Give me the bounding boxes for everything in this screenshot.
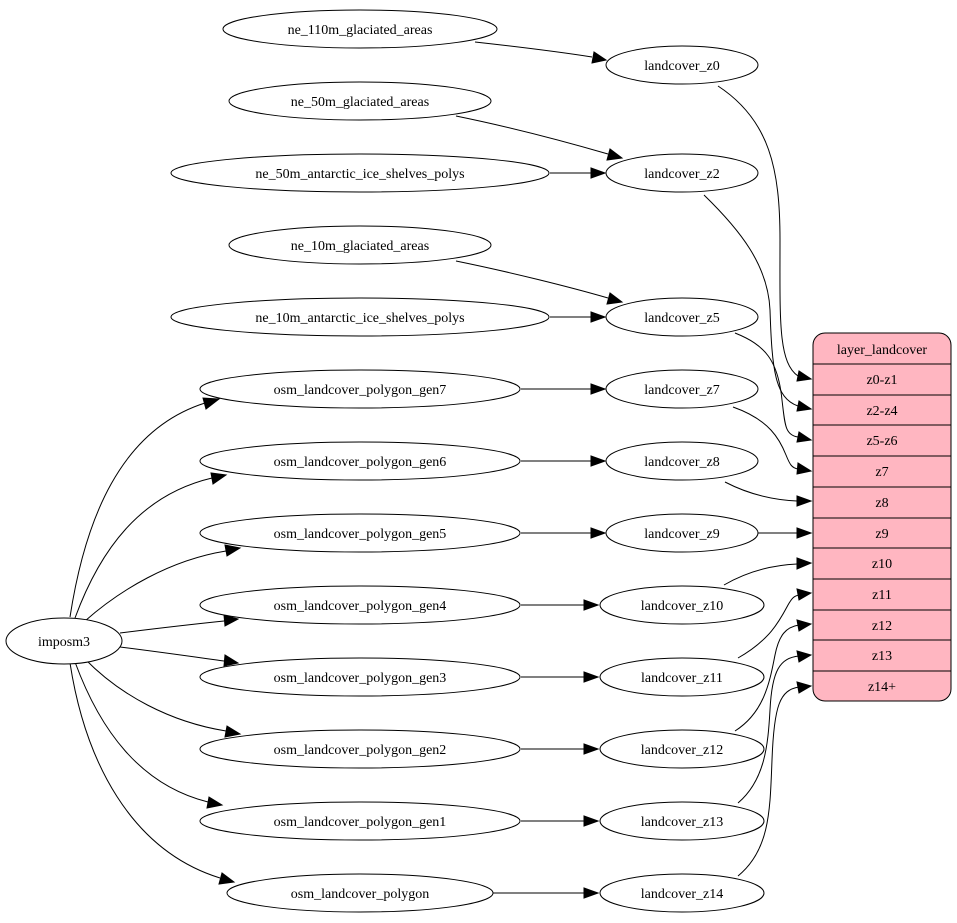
node-landcover-z11[interactable]: landcover_z11: [599, 657, 765, 697]
edge-z0-to-z0-z1: [717, 85, 813, 382]
node-ne-10m-antarctic-ice-shelves-polys[interactable]: ne_10m_antarctic_ice_shelves_polys: [170, 297, 550, 337]
node-label: landcover_z8: [644, 455, 719, 470]
node-label: ne_10m_glaciated_areas: [291, 239, 429, 254]
node-osm-landcover-polygon[interactable]: osm_landcover_polygon: [226, 873, 494, 913]
edge-z11-to-z11: [737, 588, 813, 659]
node-label: landcover_z7: [644, 383, 719, 398]
node-label: ne_50m_glaciated_areas: [291, 95, 429, 110]
node-label: osm_landcover_polygon_gen1: [274, 815, 447, 830]
edge-imposm3-to-gen2: [84, 658, 242, 738]
edge-z14-to-z14plus: [737, 681, 813, 877]
node-landcover-z13[interactable]: landcover_z13: [599, 801, 765, 841]
node-osm-landcover-polygon-gen2[interactable]: osm_landcover_polygon_gen2: [199, 729, 521, 769]
node-label: osm_landcover_polygon_gen2: [274, 743, 447, 758]
node-landcover-z14[interactable]: landcover_z14: [599, 873, 765, 913]
node-landcover-z8[interactable]: landcover_z8: [605, 441, 759, 481]
node-label: landcover_z11: [641, 671, 723, 686]
node-label: ne_50m_antarctic_ice_shelves_polys: [255, 167, 464, 182]
node-ne-50m-glaciated-areas[interactable]: ne_50m_glaciated_areas: [228, 81, 492, 121]
node-label: ne_110m_glaciated_areas: [288, 23, 433, 38]
port-z14plus: z14+: [868, 680, 896, 695]
edge-ne50m-glaciated-to-z2: [455, 115, 624, 161]
edge-gen1-to-z13: [521, 815, 600, 827]
node-label: landcover_z9: [644, 527, 719, 542]
layer-landcover-title: layer_landcover: [837, 343, 928, 358]
port-z2-z4: z2-z4: [866, 404, 897, 419]
node-landcover-z5[interactable]: landcover_z5: [605, 297, 759, 337]
edge-ne50m-iceshelves-to-z2: [550, 167, 607, 179]
edges: [69, 41, 813, 899]
node-landcover-z12[interactable]: landcover_z12: [599, 729, 765, 769]
node-ne-110m-glaciated-areas[interactable]: ne_110m_glaciated_areas: [222, 9, 498, 49]
node-osm-landcover-polygon-gen6[interactable]: osm_landcover_polygon_gen6: [199, 441, 521, 481]
edge-z2-to-z2-z4: [703, 194, 813, 412]
edge-imposm3-to-gen1: [74, 661, 224, 809]
edge-imposm3-to-gen7: [69, 397, 221, 618]
port-z0-z1: z0-z1: [866, 373, 897, 388]
node-landcover-z10[interactable]: landcover_z10: [599, 585, 765, 625]
port-z5-z6: z5-z6: [866, 434, 897, 449]
nodes: ne_110m_glaciated_areas ne_50m_glaciated…: [5, 9, 952, 913]
edge-imposm3-to-gen5: [84, 544, 242, 622]
edge-z8-to-z8: [724, 481, 813, 507]
edge-polygon-to-z14: [493, 887, 600, 899]
node-label: landcover_z2: [644, 167, 719, 182]
edge-gen4-to-z10: [521, 599, 600, 611]
edge-imposm3-to-gen6: [74, 472, 228, 619]
node-landcover-z0[interactable]: landcover_z0: [605, 45, 759, 85]
node-label: osm_landcover_polygon_gen5: [274, 527, 447, 542]
node-label: landcover_z13: [641, 815, 723, 830]
edge-gen3-to-z11: [521, 671, 600, 683]
port-z8: z8: [875, 496, 888, 511]
node-label: osm_landcover_polygon_gen6: [274, 455, 447, 470]
edge-z7-to-z7: [732, 406, 813, 475]
edge-z13-to-z13: [737, 650, 813, 804]
node-ne-10m-glaciated-areas[interactable]: ne_10m_glaciated_areas: [228, 225, 492, 265]
port-z7: z7: [875, 465, 888, 480]
node-label: imposm3: [38, 635, 90, 650]
node-ne-50m-antarctic-ice-shelves-polys[interactable]: ne_50m_antarctic_ice_shelves_polys: [170, 153, 550, 193]
edge-imposm3-to-gen4: [119, 614, 240, 634]
node-landcover-z2[interactable]: landcover_z2: [605, 153, 759, 193]
node-osm-landcover-polygon-gen3[interactable]: osm_landcover_polygon_gen3: [199, 657, 521, 697]
node-landcover-z7[interactable]: landcover_z7: [605, 369, 759, 409]
edge-imposm3-to-gen3: [119, 646, 240, 667]
edge-gen7-to-z7: [521, 383, 607, 395]
node-label: osm_landcover_polygon_gen3: [274, 671, 447, 686]
node-label: ne_10m_antarctic_ice_shelves_polys: [255, 311, 464, 326]
edge-ne10m-glaciated-to-z5: [455, 260, 624, 305]
port-z10: z10: [872, 557, 892, 572]
edge-ne10m-iceshelves-to-z5: [550, 311, 607, 323]
node-label: osm_landcover_polygon_gen7: [274, 383, 447, 398]
port-z12: z12: [872, 619, 892, 634]
node-osm-landcover-polygon-gen5[interactable]: osm_landcover_polygon_gen5: [199, 513, 521, 553]
node-osm-landcover-polygon-gen7[interactable]: osm_landcover_polygon_gen7: [199, 369, 521, 409]
edge-gen2-to-z12: [521, 743, 600, 755]
edge-gen5-to-z9: [521, 527, 607, 539]
node-osm-landcover-polygon-gen4[interactable]: osm_landcover_polygon_gen4: [199, 585, 521, 625]
edge-gen6-to-z8: [521, 455, 607, 467]
port-z9: z9: [875, 527, 888, 542]
port-z13: z13: [872, 649, 892, 664]
edge-z9-to-z9: [758, 527, 813, 539]
node-landcover-z9[interactable]: landcover_z9: [605, 513, 759, 553]
node-layer-landcover[interactable]: layer_landcover z0-z1 z2-z4 z5-z6 z7 z8 …: [812, 332, 952, 702]
node-label: osm_landcover_polygon_gen4: [274, 599, 447, 614]
node-osm-landcover-polygon-gen1[interactable]: osm_landcover_polygon_gen1: [199, 801, 521, 841]
port-z11: z11: [872, 588, 892, 603]
node-label: landcover_z14: [641, 887, 723, 902]
edge-z5-to-z5-z6: [734, 332, 813, 443]
edge-z10-to-z10: [723, 557, 813, 586]
node-label: landcover_z0: [644, 59, 719, 74]
edge-ne110m-glaciated-to-z0: [474, 41, 608, 64]
node-label: landcover_z12: [641, 743, 723, 758]
edge-z12-to-z12: [734, 619, 813, 732]
edge-imposm3-to-polygon: [69, 662, 236, 885]
node-label: landcover_z10: [641, 599, 723, 614]
node-label: landcover_z5: [644, 311, 719, 326]
node-label: osm_landcover_polygon: [291, 887, 429, 902]
node-imposm3[interactable]: imposm3: [5, 617, 123, 665]
